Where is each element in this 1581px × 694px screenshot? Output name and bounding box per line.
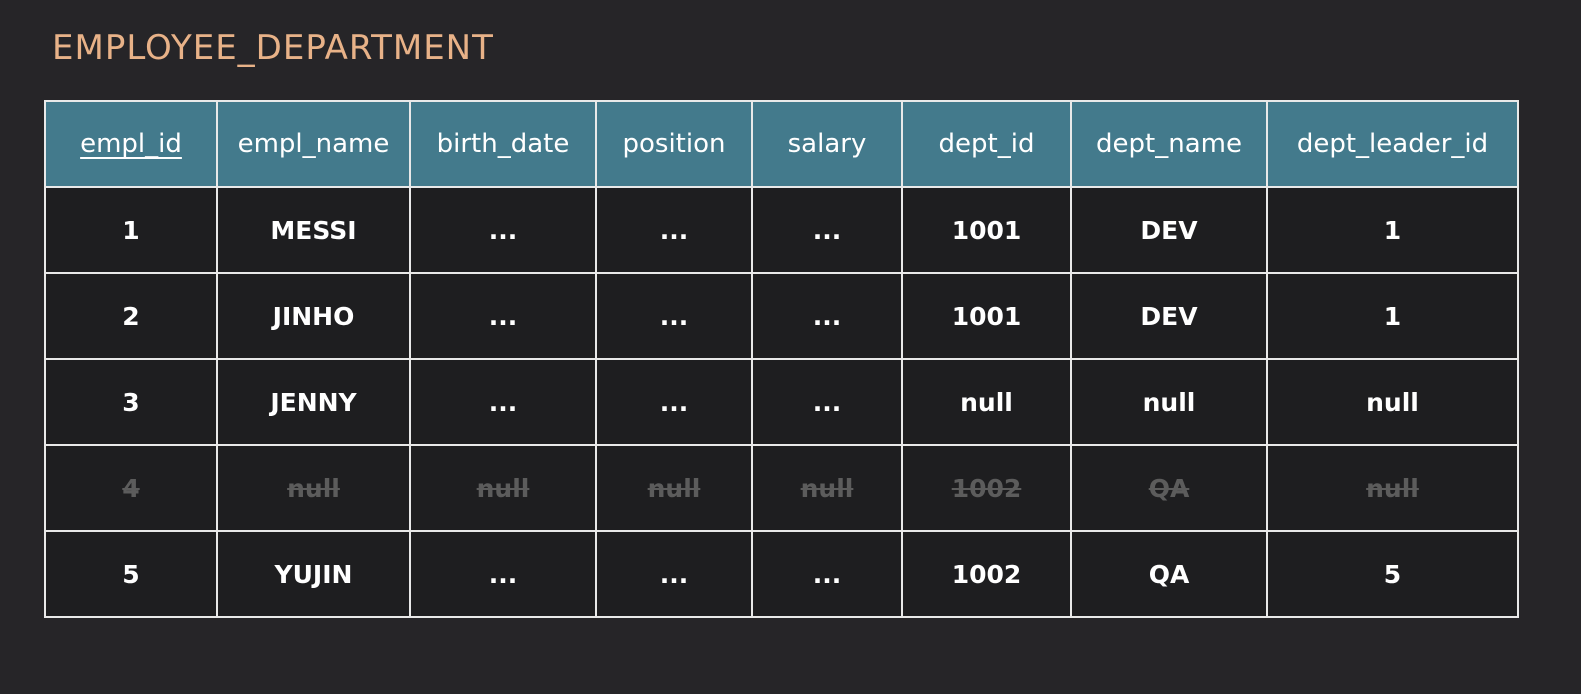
table-cell: 1 [44,186,218,274]
table-cell: ... [409,272,597,360]
table-cell: null [216,444,411,532]
table-cell: 2 [44,272,218,360]
table-cell: 3 [44,358,218,446]
table-cell: ... [751,186,903,274]
table-cell: DEV [1070,272,1268,360]
column-header-dept-leader-id: dept_leader_id [1266,100,1519,188]
table-row: 3 JENNY ... ... ... null null null [44,358,1519,446]
table-cell: ... [409,358,597,446]
column-header-dept-name: dept_name [1070,100,1268,188]
employee-department-table: empl_id empl_name birth_date position sa… [44,100,1519,618]
column-header-dept-id: dept_id [901,100,1072,188]
table-cell: 1002 [901,444,1072,532]
table-cell: ... [409,186,597,274]
table-cell: ... [595,186,753,274]
table-cell: ... [751,272,903,360]
table-cell: null [409,444,597,532]
table-cell: 5 [44,530,218,618]
table-row: 1 MESSI ... ... ... 1001 DEV 1 [44,186,1519,274]
table-row: 5 YUJIN ... ... ... 1002 QA 5 [44,530,1519,618]
table-cell: null [1266,358,1519,446]
table-cell: null [751,444,903,532]
table-cell: 1 [1266,272,1519,360]
table-cell: 1002 [901,530,1072,618]
table-cell: ... [595,272,753,360]
table-cell: JENNY [216,358,411,446]
table-cell: ... [751,530,903,618]
table-cell: 1 [1266,186,1519,274]
table-title: EMPLOYEE_DEPARTMENT [52,28,494,68]
table-cell: QA [1070,444,1268,532]
table-cell: ... [751,358,903,446]
table-cell: null [1070,358,1268,446]
table-cell: DEV [1070,186,1268,274]
table-cell: MESSI [216,186,411,274]
column-header-salary: salary [751,100,903,188]
table-cell: ... [409,530,597,618]
table-cell: JINHO [216,272,411,360]
column-header-empl-name: empl_name [216,100,411,188]
table-cell: 1001 [901,272,1072,360]
table-cell: null [595,444,753,532]
table-cell: YUJIN [216,530,411,618]
column-header-empl-id: empl_id [44,100,218,188]
table-cell: 4 [44,444,218,532]
column-header-position: position [595,100,753,188]
table-cell: 1001 [901,186,1072,274]
table-row: 2 JINHO ... ... ... 1001 DEV 1 [44,272,1519,360]
table-cell: null [901,358,1072,446]
table-cell: ... [595,358,753,446]
column-header-birth-date: birth_date [409,100,597,188]
table-cell: ... [595,530,753,618]
table-cell: 5 [1266,530,1519,618]
table-row-struck-out: 4 null null null null 1002 QA null [44,444,1519,532]
table-cell: QA [1070,530,1268,618]
table-cell: null [1266,444,1519,532]
header-row: empl_id empl_name birth_date position sa… [44,100,1519,188]
